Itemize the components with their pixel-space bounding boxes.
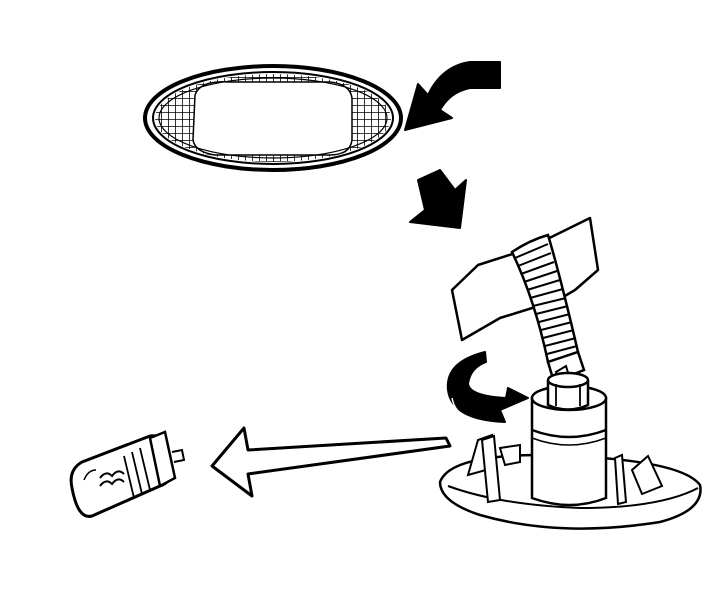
outline-arrow-icon xyxy=(210,426,452,498)
rotate-arrow-icon xyxy=(446,351,529,423)
diagonal-arrow-icon xyxy=(409,169,467,229)
wedge-bulb xyxy=(69,430,186,518)
lamp-housing-with-socket xyxy=(438,216,702,530)
corrugated-harness xyxy=(510,233,580,364)
oval-lens xyxy=(143,64,403,172)
curved-arrow-icon xyxy=(404,61,501,131)
